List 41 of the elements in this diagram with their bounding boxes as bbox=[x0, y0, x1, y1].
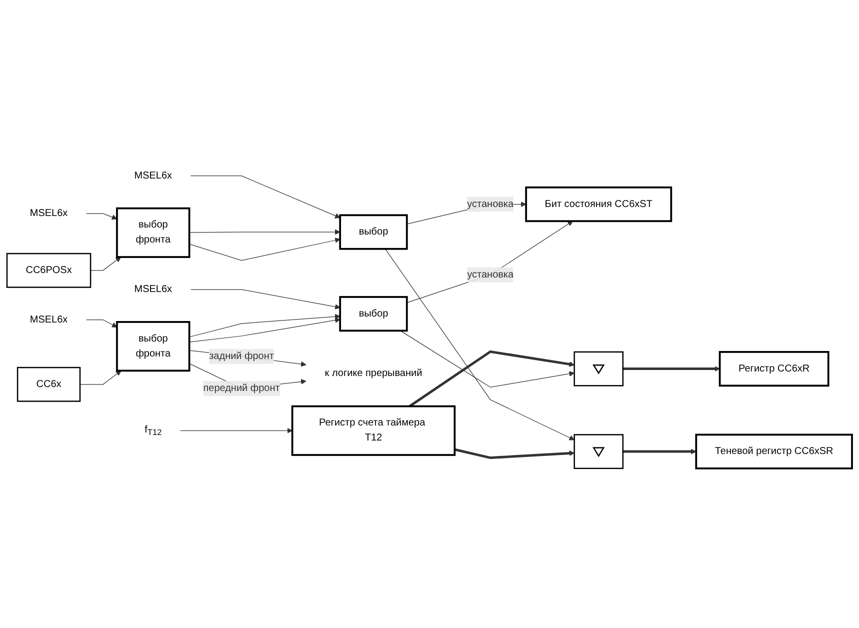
node-box bbox=[116, 208, 190, 258]
node-text: MSEL6x bbox=[134, 170, 172, 182]
edge-label: передний фронт bbox=[203, 383, 280, 394]
node-box bbox=[339, 296, 408, 332]
node-box bbox=[16, 367, 81, 402]
arrow bbox=[189, 318, 340, 343]
node-box bbox=[574, 352, 624, 387]
edge-label: установка bbox=[467, 270, 514, 280]
arrow bbox=[622, 449, 696, 455]
arrow bbox=[454, 448, 575, 460]
node-box bbox=[574, 434, 624, 470]
arrow bbox=[408, 350, 575, 408]
node-text: MSEL6x bbox=[30, 208, 68, 219]
node-text: MSEL6x bbox=[30, 314, 68, 326]
arrow bbox=[384, 248, 575, 441]
arrow bbox=[190, 290, 340, 310]
arrow bbox=[90, 257, 122, 272]
node-box bbox=[525, 186, 672, 222]
arrow bbox=[180, 428, 293, 434]
arrow bbox=[190, 176, 340, 219]
arrow bbox=[189, 238, 340, 262]
node-box bbox=[291, 406, 456, 456]
arrow bbox=[86, 320, 118, 328]
arrow bbox=[400, 330, 575, 388]
node-box bbox=[718, 351, 830, 387]
block-diagram: установка установка задний фронт передний фронт MSEL6x Бит состояния CC6xST MSEL6x выбор фронта выбор CC6POSx MSEL6x MSEL6x выбор выбор фронта к логике прерываний Регистр CC6xR CC6x f$_{T12}$ Регистр счета таймера T12 Теневой регистр CC6xSR bbox=[2, 154, 857, 474]
arrow bbox=[86, 214, 118, 220]
node-box bbox=[339, 214, 408, 250]
arrow bbox=[622, 366, 720, 372]
node-text: f$_{T12}$ bbox=[144, 424, 162, 438]
arrow bbox=[189, 230, 340, 236]
node-box bbox=[695, 434, 853, 470]
node-box bbox=[6, 253, 92, 288]
arrow bbox=[406, 221, 573, 304]
node-text: к логике прерываний bbox=[324, 368, 422, 379]
arrow bbox=[80, 370, 122, 385]
edge-label: задний фронт bbox=[209, 351, 274, 362]
edge-label: установка bbox=[467, 198, 514, 210]
node-text: MSEL6x bbox=[134, 284, 172, 295]
arrow bbox=[189, 314, 340, 338]
node-box bbox=[116, 321, 190, 372]
